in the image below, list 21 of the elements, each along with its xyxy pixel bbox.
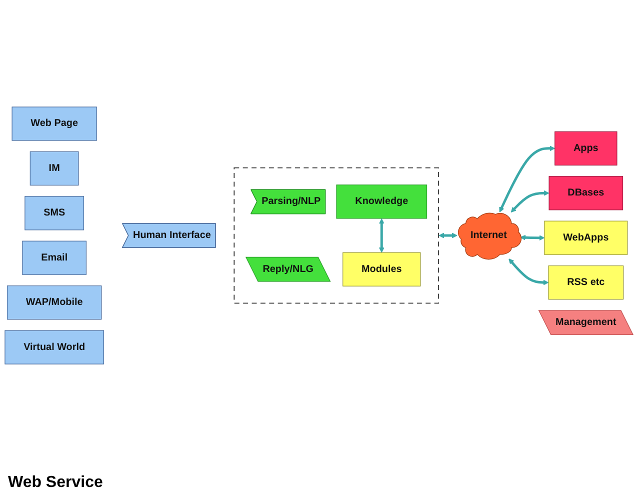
- node-box: [12, 106, 97, 140]
- node-box: [548, 264, 624, 300]
- arrow: [508, 258, 549, 285]
- node-box: [554, 130, 618, 165]
- node-box: [548, 176, 624, 210]
- node-box: [24, 196, 84, 230]
- label-text: Web Service: [8, 474, 103, 492]
- diagram: Parsing/NLP Reply/NLG Knowledge Modules Web Page IM SMS Email WAP/Mobile Virtual World Human Interface Management Internet Apps DBases WebApps RSS etc: [0, 102, 638, 368]
- arrow: [499, 145, 556, 212]
- node-box: [4, 330, 104, 364]
- node-box: [22, 240, 87, 274]
- node-box: [336, 184, 428, 218]
- arrow: [510, 190, 550, 212]
- cluster: [234, 166, 440, 304]
- node-box: [342, 252, 421, 286]
- node-box: [30, 150, 79, 186]
- arrow: [378, 218, 384, 252]
- node-box: [6, 284, 102, 320]
- arrow: [520, 234, 545, 240]
- arrow: [438, 232, 458, 238]
- node-box: [544, 220, 628, 254]
